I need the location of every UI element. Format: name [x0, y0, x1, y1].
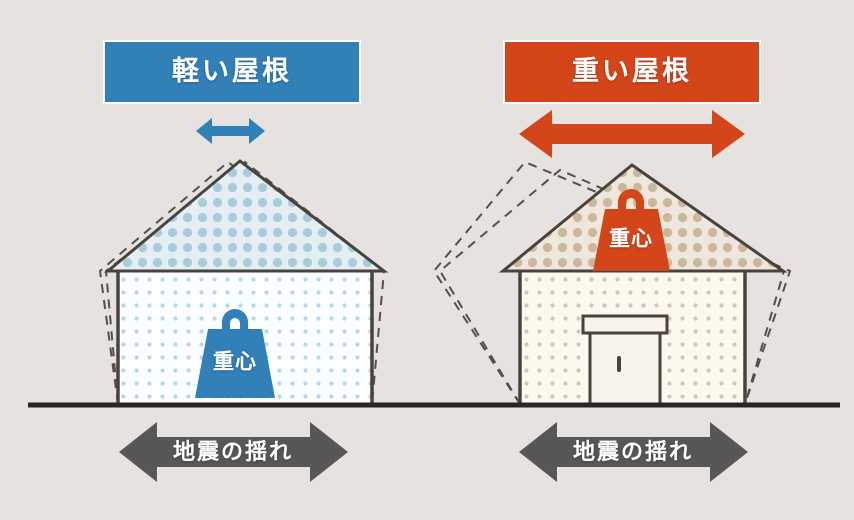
- heavy-roof-label-box: 重い屋根: [503, 40, 761, 104]
- shake-arrow-right-label: 地震の揺れ: [573, 439, 693, 464]
- light-house-sway-outline: [98, 160, 386, 405]
- light-roof-sway-arrow: [196, 118, 265, 144]
- light-roof-label-box: 軽い屋根: [103, 40, 361, 104]
- light-house-cog-label: 重心: [213, 351, 257, 374]
- heavy-house-center-of-gravity: 重心: [593, 189, 670, 271]
- heavy-house-sway-outline: [432, 160, 792, 405]
- light-house-center-of-gravity: 重心: [195, 309, 275, 398]
- shake-arrow-left-label: 地震の揺れ: [173, 439, 293, 464]
- heavy-roof-label: 重い屋根: [572, 56, 692, 86]
- heavy-house-door: [581, 314, 669, 406]
- heavy-house-cog-label: 重心: [609, 228, 653, 251]
- door-handle-icon: [617, 356, 621, 372]
- weight-icon: [195, 309, 275, 398]
- heavy-roof-sway-arrow: [519, 110, 745, 158]
- shake-arrow-left: 地震の揺れ: [119, 422, 348, 482]
- weight-icon: [593, 189, 670, 271]
- panel-heavy-roof: 重い屋根: [432, 40, 792, 406]
- panel-light-roof: 軽い屋根 重心: [98, 40, 389, 405]
- shake-arrow-right: 地震の揺れ: [519, 422, 748, 482]
- light-house-roof: [103, 159, 389, 273]
- light-roof-label: 軽い屋根: [172, 56, 292, 86]
